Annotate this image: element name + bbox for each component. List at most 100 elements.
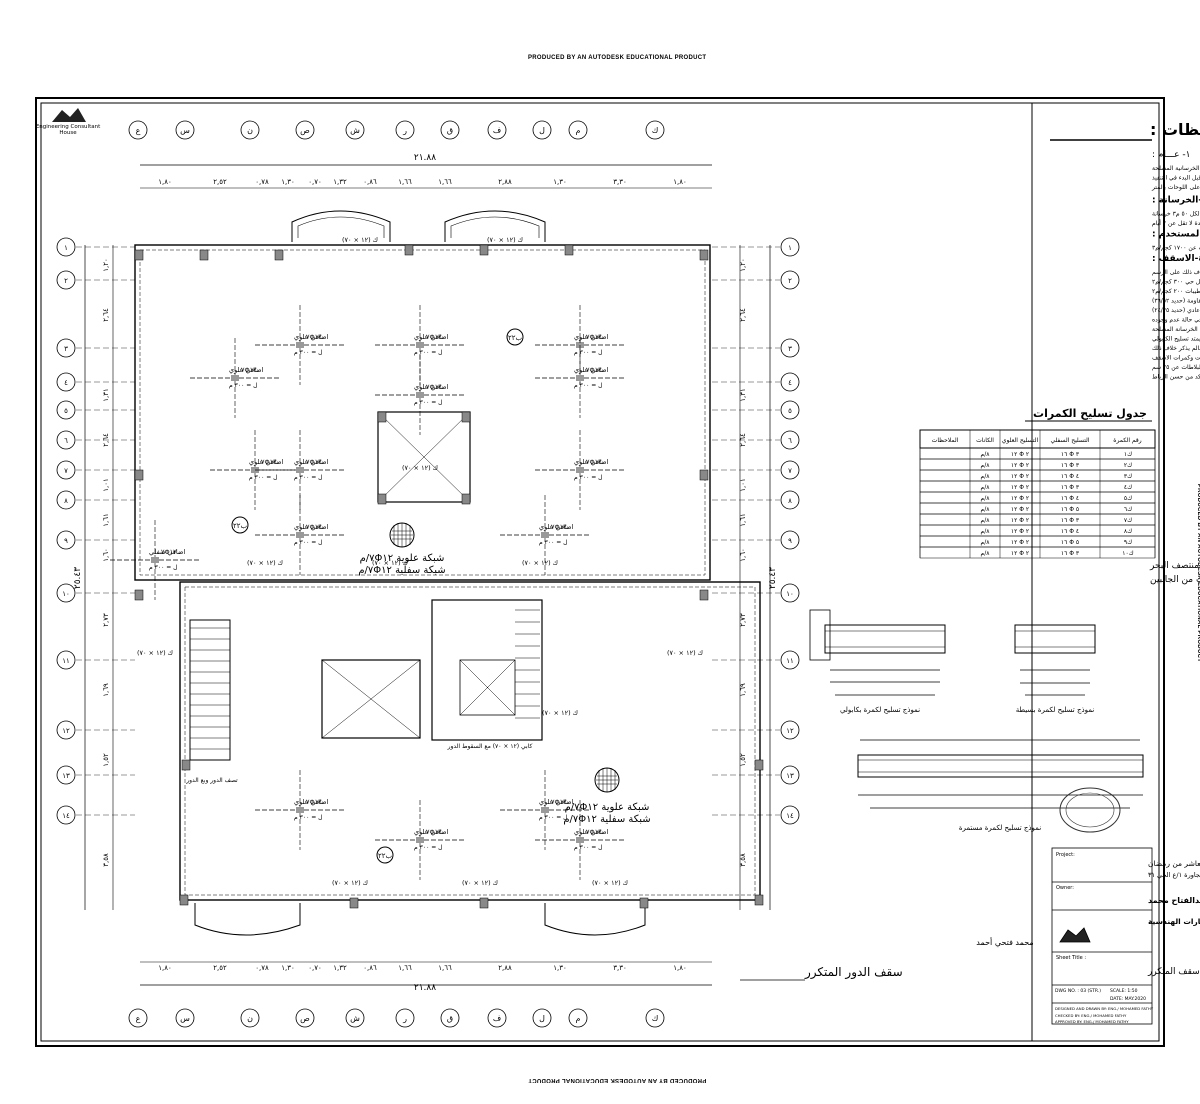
project-name: عمارة سكنية بالعاشر من رمضان bbox=[1148, 859, 1200, 868]
rebar-splice bbox=[541, 807, 549, 813]
mesh-symbol-upper bbox=[389, 522, 415, 548]
grid-label: ٦ bbox=[64, 437, 68, 445]
beam-tag: ك (١٢ × ٧٠) bbox=[462, 879, 498, 887]
grid-label: ١ bbox=[64, 244, 68, 252]
grid-bubble-right bbox=[780, 720, 800, 740]
grid-bubble-top bbox=[175, 120, 195, 140]
note-slabs: -يراعى في الكمرات والبلاطات والكوابيل أن… bbox=[1152, 335, 1200, 343]
project-plot: قطعة رقم ١٨ المجاورة ١/ع الحي ٣١ bbox=[1148, 871, 1200, 879]
slab-tag-3: ب٢٢ bbox=[376, 846, 394, 864]
notes-title: ملاحظات : bbox=[1150, 120, 1200, 139]
top-mesh-label-2: شبكة علوية ٧Φ١٢/م bbox=[565, 802, 650, 813]
extra-steel-label: اضافي علوي bbox=[539, 523, 574, 531]
grid-bubble-right bbox=[780, 765, 800, 785]
grid-label: ٩ bbox=[788, 537, 792, 545]
beam-tag: ك (١٢ × ٧٠) bbox=[402, 464, 438, 472]
column bbox=[754, 894, 764, 906]
grid-label: ر bbox=[402, 126, 407, 135]
dim-bottom: ١,٦٦ bbox=[438, 964, 452, 972]
extra-steel-label: اضافي سفلي bbox=[149, 548, 185, 556]
note-general: -تم التصميم الانشائي طبقا للكود المصري ل… bbox=[1152, 163, 1200, 172]
grid-bubble-right bbox=[780, 338, 800, 358]
grid-bubble-left bbox=[56, 650, 76, 670]
grid-label: ١٤ bbox=[62, 812, 70, 820]
table-cell-top: ١٢ Φ ٢ bbox=[1011, 550, 1029, 557]
column bbox=[404, 244, 414, 256]
dim-right: ٢,٦٤ bbox=[739, 308, 747, 322]
balcony-bottom-right bbox=[544, 903, 646, 936]
dim-bottom: ١,٨٠ bbox=[158, 964, 172, 972]
note-slabs: -صممت بلاطات الاسقف لتتحمل حمل حي ٣٠٠ كج… bbox=[1152, 279, 1200, 286]
grid-label: ع bbox=[136, 126, 141, 135]
balcony-top-left-inner bbox=[297, 216, 385, 238]
slab-tag-2-text: ب٢٢ bbox=[233, 522, 248, 530]
length-label: ل = ٣٠٠ م bbox=[414, 349, 443, 356]
grid-bubble-left bbox=[56, 372, 76, 392]
column bbox=[377, 411, 387, 423]
grid-bubble-left bbox=[56, 530, 76, 550]
table-row bbox=[919, 513, 1156, 526]
grid-bubble-left bbox=[56, 805, 76, 825]
beam-tag: ك (١٢ × ٧٠) bbox=[247, 559, 283, 567]
grid-label: ١٢ bbox=[62, 727, 70, 735]
length-label: ل = ٣٠٠ م bbox=[574, 349, 603, 356]
table-row bbox=[919, 502, 1156, 515]
balcony-top-right-inner bbox=[450, 216, 540, 238]
grid-bubble-top bbox=[128, 120, 148, 140]
rebar-splice bbox=[416, 392, 424, 398]
grid-label: ل bbox=[539, 1014, 545, 1023]
table-row bbox=[919, 535, 1156, 548]
owner-name: امينه عزت عبدالفتاح محمد bbox=[1148, 896, 1200, 905]
table-row bbox=[919, 469, 1156, 482]
table-cell-stirrup: ٨/م bbox=[981, 506, 991, 513]
grid-label: ٧ bbox=[788, 467, 792, 475]
grid-bubble-top bbox=[395, 120, 415, 140]
grid-bubble-right bbox=[780, 237, 800, 257]
grid-bubble-top bbox=[568, 120, 588, 140]
grid-bubble-right bbox=[780, 530, 800, 550]
dim-bottom: ١,٣٢ bbox=[333, 964, 347, 972]
length-label: ل = ٣٠٠ م bbox=[414, 399, 443, 406]
grid-bubble-left bbox=[56, 720, 76, 740]
rebar-splice bbox=[296, 467, 304, 473]
bar-label: ٧Φ١٢ bbox=[551, 798, 567, 806]
grid-label: ١٠ bbox=[62, 590, 70, 598]
column bbox=[179, 894, 189, 906]
length-label: ل = ٣٠٠ م bbox=[574, 844, 603, 851]
dim-top: ١,٨٠ bbox=[673, 178, 687, 186]
grid-label: ك bbox=[652, 1014, 659, 1023]
dim-left: ١,٦١ bbox=[102, 513, 110, 527]
table-cell-beam: ك٢ bbox=[1124, 462, 1132, 469]
dim-left: ١,٦٩ bbox=[102, 683, 110, 697]
grid-label: ص bbox=[300, 126, 310, 135]
detail-cantilever bbox=[809, 609, 946, 696]
table-cell-bottom: ١٦ Φ ٣ bbox=[1061, 517, 1080, 524]
designed-by: DESIGNED AND DRAWN BY: ENG./ MOHAMED FAT… bbox=[1055, 1006, 1154, 1011]
bar-label: ٧Φ١٢ bbox=[306, 333, 322, 341]
table-cell-beam: ك١ bbox=[1124, 451, 1132, 458]
extra-steel-label: اضافي علوي bbox=[574, 828, 609, 836]
table-row bbox=[919, 524, 1156, 537]
table-cell-beam: ك٩ bbox=[1124, 539, 1132, 546]
dim-top: ٢,٨٨ bbox=[498, 178, 512, 186]
table-cell-top: ١٢ Φ ٢ bbox=[1011, 528, 1029, 535]
table-row bbox=[919, 480, 1156, 493]
table-cell-stirrup: ٨/م bbox=[981, 495, 991, 502]
overall-dim-top: ٢١.٨٨ bbox=[414, 153, 436, 163]
notes-lines: -تم التصميم الانشائي طبقا للكود المصري ل… bbox=[1151, 163, 1200, 381]
scale: SCALE: 1:50 bbox=[1110, 988, 1138, 994]
table-cell-beam: ك٧ bbox=[1124, 517, 1132, 524]
column bbox=[377, 493, 387, 505]
table-header-cell: الملاحظات bbox=[932, 437, 959, 444]
table-header-cell: الكانات bbox=[976, 437, 994, 444]
grid-bubble-right bbox=[780, 372, 800, 392]
lower-slab-inner bbox=[184, 586, 756, 896]
dim-bottom: ١,٣٠ bbox=[281, 964, 295, 972]
dim-left: ٢,٦٤ bbox=[102, 308, 110, 322]
grid-bubble-bottom bbox=[128, 1008, 148, 1028]
grid-bubble-bottom bbox=[345, 1008, 365, 1028]
table-cell-stirrup: ٨/م bbox=[981, 484, 991, 491]
bar-label: ٧Φ١٢ bbox=[161, 548, 177, 556]
